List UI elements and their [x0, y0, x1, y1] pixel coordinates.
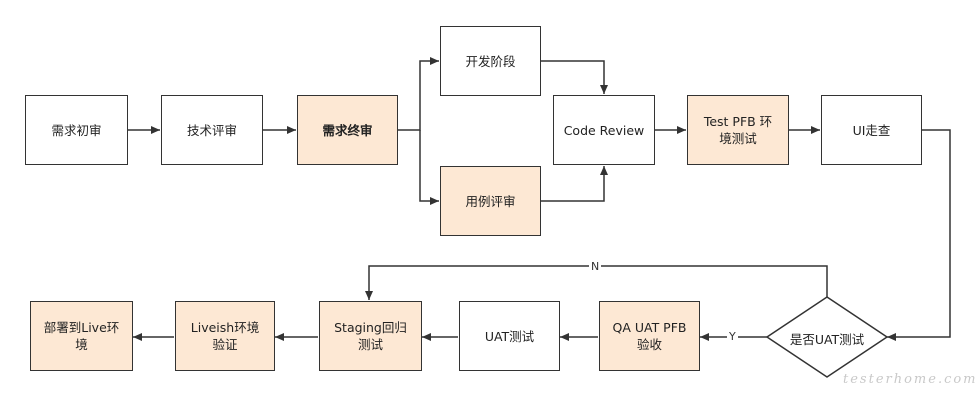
watermark-text: testerhome.com	[843, 372, 975, 387]
node-deploy-live-label: 部署到Live环境	[43, 320, 120, 352]
node-test-pfb: Test PFB 环境测试	[687, 95, 789, 165]
node-code-review-label: Code Review	[563, 122, 645, 138]
node-case-review-label: 用例评审	[465, 193, 516, 209]
node-dev-stage-label: 开发阶段	[465, 53, 516, 69]
node-code-review: Code Review	[553, 95, 655, 165]
node-req-initial-label: 需求初审	[51, 122, 102, 138]
node-dev-stage: 开发阶段	[440, 26, 541, 96]
uat-decision-label: 是否UAT测试	[789, 332, 865, 347]
node-tech-review: 技术评审	[161, 95, 263, 165]
node-staging: Staging回归测试	[319, 301, 422, 371]
node-liveish-label: Liveish环境验证	[190, 320, 260, 352]
node-test-pfb-label: Test PFB 环境测试	[703, 114, 773, 146]
node-tech-review-label: 技术评审	[186, 122, 237, 138]
edge-case-review-to-code-review	[541, 166, 608, 202]
uat-decision-diamond	[765, 296, 889, 378]
node-qa-uat-pfb-label: QA UAT PFB 验收	[612, 320, 687, 352]
node-liveish: Liveish环境验证	[175, 301, 275, 371]
edge-req-final-to-dev-stage	[398, 57, 439, 131]
node-staging-label: Staging回归测试	[334, 320, 407, 352]
node-ui-check-label: UI走查	[852, 122, 891, 138]
edge-dev-stage-to-code-review	[541, 60, 608, 94]
node-req-final-label: 需求终审	[322, 122, 373, 138]
node-ui-check: UI走查	[821, 95, 922, 165]
edge-label-yes: Y	[727, 330, 738, 343]
node-deploy-live: 部署到Live环境	[30, 301, 133, 371]
node-case-review: 用例评审	[440, 166, 541, 236]
edge-req-final-to-case-review	[419, 130, 439, 205]
node-qa-uat-pfb: QA UAT PFB 验收	[599, 301, 700, 371]
node-req-initial: 需求初审	[25, 95, 128, 165]
edge-label-no: N	[589, 260, 602, 273]
node-req-final: 需求终审	[297, 95, 398, 165]
node-uat-test-label: UAT测试	[484, 328, 535, 344]
node-uat-test: UAT测试	[459, 301, 560, 371]
edge-ui-check-to-decision	[887, 129, 951, 341]
